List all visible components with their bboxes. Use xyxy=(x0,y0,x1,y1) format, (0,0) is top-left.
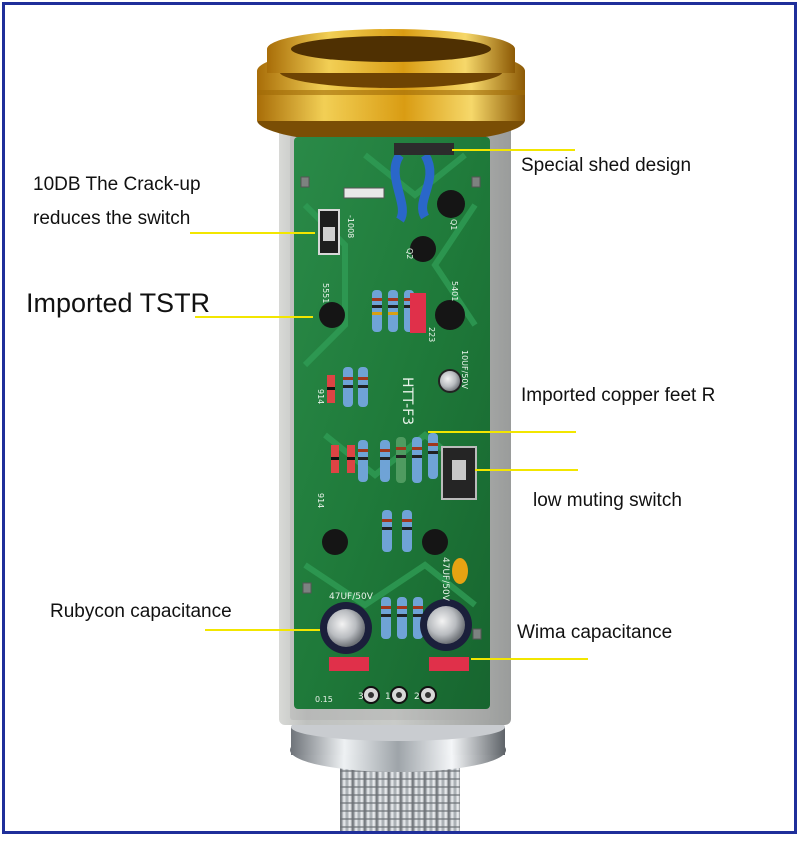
label-crack-up-switch: 10DB The Crack-up reduces the switch xyxy=(33,172,201,231)
label-crack-up-line-2: reduces the switch xyxy=(33,207,191,229)
pcb-silk-10uf: 10UF/50V xyxy=(460,350,469,390)
pcb-model-text: HTT-F3 xyxy=(399,377,415,425)
label-rubycon-capacitance: Rubycon capacitance xyxy=(50,601,232,622)
pcb-silk-q1: Q1 xyxy=(449,219,458,230)
leader-special-shed xyxy=(452,149,575,151)
label-imported-tstr: Imported TSTR xyxy=(26,288,211,318)
leader-imported-tstr xyxy=(195,316,313,318)
pcb-pad-label-1: 1 xyxy=(385,692,391,702)
leader-low-muting xyxy=(475,469,578,471)
pcb-pad-label-3: 3 xyxy=(358,692,364,702)
label-crack-up-line-1: 10DB The Crack-up xyxy=(33,174,201,195)
label-low-muting-switch: low muting switch xyxy=(533,490,682,511)
pcb-cap-right-text: 47UF/50V xyxy=(440,557,450,602)
label-special-shed-design: Special shed design xyxy=(521,155,692,176)
pcb-pad-label-2: 2 xyxy=(414,692,420,702)
leader-rubycon xyxy=(205,629,320,631)
leader-wima xyxy=(471,658,588,660)
label-wima-capacitance: Wima capacitance xyxy=(517,622,673,643)
pcb-silk-914a: 914 xyxy=(316,389,325,404)
pcb-silk-5551: 5551 xyxy=(321,283,330,303)
label-imported-copper-feet: Imported copper feet R xyxy=(521,385,716,406)
pcb-silk-914b: 914 xyxy=(316,493,325,508)
pcb-pad-label-015: 0.15 xyxy=(315,695,333,704)
leader-crack-up xyxy=(190,232,315,234)
microphone-pcb-photo: HTT-F3 0.15 3 1 2 47UF/50V 47UF/50V -100… xyxy=(5,5,794,831)
pcb-silk-1008: -1008 xyxy=(346,215,355,238)
pcb-silk-q2: Q2 xyxy=(405,248,414,259)
pcb-silk-223: 223 xyxy=(427,327,436,342)
leader-copper-feet xyxy=(428,431,576,433)
pcb-silk-5401: 5401 xyxy=(450,281,459,301)
pcb-cap-left-text: 47UF/50V xyxy=(329,592,374,602)
